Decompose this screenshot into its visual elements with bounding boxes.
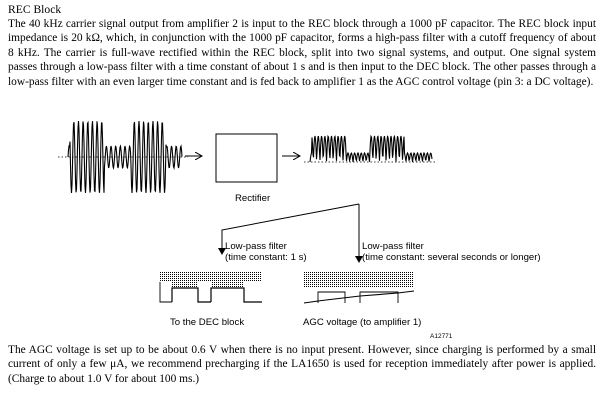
lpf2-title: Low-pass filter <box>362 241 424 252</box>
lpf1-title: Low-pass filter <box>225 241 287 252</box>
figure-id: A12771 <box>430 333 453 340</box>
agc-output-label: AGC voltage (to amplifier 1) <box>303 317 422 328</box>
carrier-burst-waveform <box>67 120 183 194</box>
rectifier-box <box>215 133 278 183</box>
agc-output-waveform <box>303 272 415 304</box>
closing-paragraph: The AGC voltage is set up to be about 0.… <box>8 344 596 385</box>
lpf2-detail: (time constant: several seconds or longe… <box>362 252 541 263</box>
rectifier-label: Rectifier <box>235 193 271 204</box>
lpf1-detail: (time constant: 1 s) <box>225 252 307 263</box>
dec-output-label: To the DEC block <box>170 317 245 328</box>
dec-output-waveform <box>159 272 262 303</box>
rectified-waveform <box>309 134 433 163</box>
section-heading: REC Block <box>8 3 62 16</box>
split-to-lpf1 <box>218 203 360 255</box>
intro-paragraph: The 40 kHz carrier signal output from am… <box>8 18 596 88</box>
